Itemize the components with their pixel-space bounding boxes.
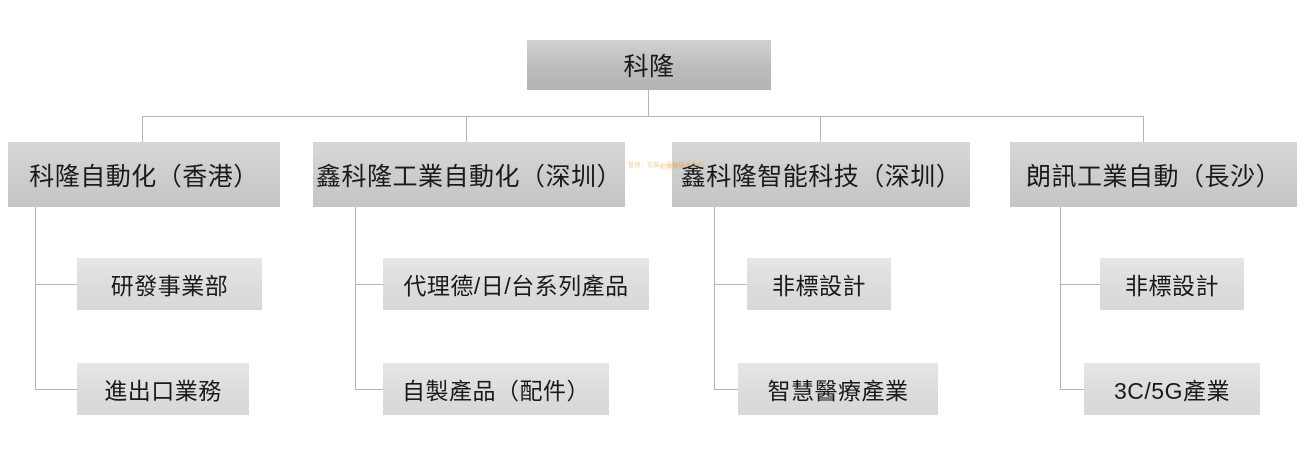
connector-spine-branch-2	[355, 207, 356, 389]
org-node-branch-1-child-1[interactable]: 研發事業部	[77, 258, 262, 310]
connector-stub-branch-2-child-2	[355, 389, 383, 390]
org-node-branch-4-child-1-label: 非標設計	[1125, 273, 1219, 299]
org-node-branch-2-label: 鑫科隆工業自動化（深圳）	[315, 162, 622, 191]
org-node-branch-2-child-2[interactable]: 自製產品（配件）	[383, 363, 609, 415]
org-node-branch-1[interactable]: 科隆自動化（香港）	[8, 142, 280, 207]
connector-stub-branch-1-child-2	[35, 389, 77, 390]
connector-spine-branch-4	[1060, 207, 1061, 389]
org-node-branch-3[interactable]: 鑫科隆智能科技（深圳）	[672, 142, 970, 207]
org-node-branch-4-child-2-label: 3C/5G產業	[1114, 378, 1230, 404]
org-node-branch-3-child-2[interactable]: 智慧醫療產業	[738, 363, 938, 415]
connector-drop-branch-4	[1143, 116, 1144, 142]
org-node-branch-3-child-2-label: 智慧醫療產業	[767, 378, 909, 404]
connector-stub-branch-3-child-2	[714, 389, 738, 390]
org-node-branch-1-child-2-label: 進出口業務	[104, 378, 222, 404]
org-node-branch-4-label: 朗訊工業自動（長沙）	[1025, 162, 1281, 191]
org-node-root[interactable]: 科隆	[527, 40, 771, 90]
connector-stub-branch-1-child-1	[35, 284, 77, 285]
org-node-branch-3-child-1[interactable]: 非標設計	[747, 258, 891, 310]
org-node-branch-1-label: 科隆自動化（香港）	[29, 162, 259, 191]
org-node-branch-1-child-2[interactable]: 進出口業務	[77, 363, 249, 415]
org-node-branch-2-child-1-label: 代理德/日/台系列產品	[403, 273, 629, 299]
org-node-branch-4-child-1[interactable]: 非標設計	[1100, 258, 1244, 310]
connector-spine-branch-3	[714, 207, 715, 389]
connector-stub-branch-4-child-2	[1060, 389, 1084, 390]
connector-drop-branch-1	[142, 116, 143, 142]
connector-drop-branch-3	[820, 116, 821, 142]
org-node-branch-1-child-1-label: 研發事業部	[110, 273, 229, 299]
connector-bus	[142, 116, 1144, 117]
org-node-branch-3-child-1-label: 非標設計	[772, 273, 866, 299]
connector-stub-branch-4-child-1	[1060, 284, 1100, 285]
org-node-branch-2[interactable]: 鑫科隆工業自動化（深圳）	[313, 142, 625, 207]
org-node-branch-2-child-2-label: 自製產品（配件）	[402, 378, 590, 404]
connector-root-stem	[648, 90, 649, 116]
connector-stub-branch-3-child-1	[714, 284, 747, 285]
connector-stub-branch-2-child-1	[355, 284, 383, 285]
org-node-branch-3-label: 鑫科隆智能科技（深圳）	[680, 162, 962, 191]
org-node-root-label: 科隆	[623, 53, 675, 81]
connector-drop-branch-2	[466, 116, 467, 142]
connector-spine-branch-1	[35, 207, 36, 389]
org-node-branch-4[interactable]: 朗訊工業自動（長沙）	[1010, 142, 1297, 207]
org-node-branch-2-child-1[interactable]: 代理德/日/台系列產品	[383, 258, 649, 310]
org-node-branch-4-child-2[interactable]: 3C/5G產業	[1084, 363, 1260, 415]
